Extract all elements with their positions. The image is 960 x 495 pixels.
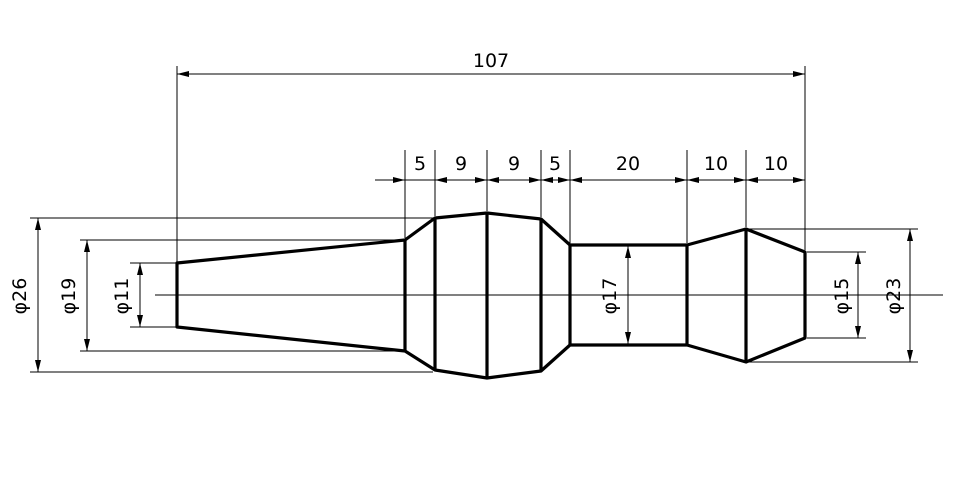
overall-length-label: 107 xyxy=(473,50,509,72)
dimension-diameter-center: φ17 xyxy=(599,246,631,344)
diameter-label: φ19 xyxy=(58,278,80,315)
segment-length-label: 9 xyxy=(455,153,467,175)
diameter-label: φ23 xyxy=(883,278,905,315)
segment-length-label: 20 xyxy=(616,153,640,175)
diameter-label: φ26 xyxy=(9,278,31,315)
segment-length-label: 5 xyxy=(414,153,426,175)
diameter-label: φ17 xyxy=(599,278,621,315)
segment-length-label: 10 xyxy=(764,153,788,175)
dimension-chain: 5 9 9 5 20 10 10 xyxy=(375,150,805,243)
dimension-overall-length: 107 xyxy=(176,50,806,262)
segment-length-label: 10 xyxy=(704,153,728,175)
segment-length-label: 9 xyxy=(508,153,520,175)
dimension-diameters-right: φ15 φ23 xyxy=(748,228,918,363)
segment-length-label: 5 xyxy=(549,153,561,175)
diameter-label: φ15 xyxy=(831,278,853,315)
dimension-diameters-left: φ26 φ19 φ11 xyxy=(9,217,433,373)
diameter-label: φ11 xyxy=(111,278,133,315)
part-outline xyxy=(175,211,807,380)
